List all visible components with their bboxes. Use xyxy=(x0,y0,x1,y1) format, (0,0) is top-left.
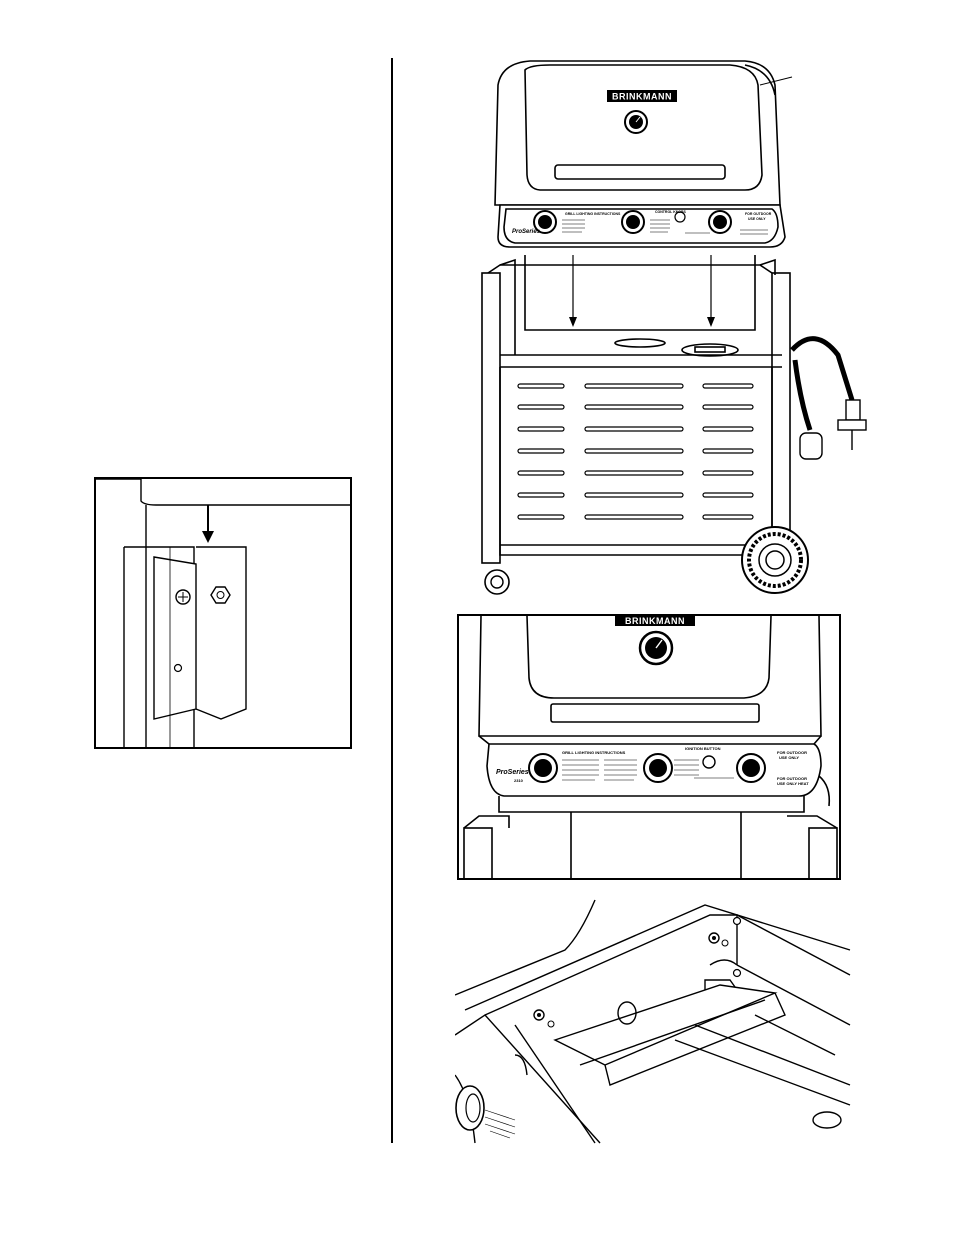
fuel-label-2: USE ONLY xyxy=(748,217,766,221)
burner-knob-icon[interactable] xyxy=(709,211,731,233)
control-panel-closeup: BRINKMANN GRILL LIGHTING INSTRUCTIONS IG… xyxy=(457,614,841,880)
brand-plate: BRINKMANN xyxy=(607,90,677,102)
wheel-icon xyxy=(485,570,509,594)
firebox-perspective-detail xyxy=(455,895,855,1145)
grill-assembly-illustration: BRINKMANN GRILL LIGHTING INSTRUCTIONS Pr… xyxy=(470,55,890,610)
leg-bracket-detail xyxy=(94,477,352,749)
regulator-icon xyxy=(792,339,852,430)
screw-icon xyxy=(709,933,728,946)
center-label: CONTROL KNOBS xyxy=(655,210,687,214)
fuel-label-4: USE ONLY xyxy=(779,755,799,760)
nut-icon xyxy=(211,587,230,603)
light-instructions-label: GRILL LIGHTING INSTRUCTIONS xyxy=(565,212,621,216)
burner-knob-icon[interactable] xyxy=(529,754,557,782)
column-divider xyxy=(391,58,393,1143)
model-label: ProSeries xyxy=(512,229,541,235)
model-sub-label: 2310 xyxy=(514,778,524,783)
burner-knob-icon[interactable] xyxy=(644,754,672,782)
wheel-icon xyxy=(742,527,808,593)
fuel-label-6: USE ONLY HEAT xyxy=(777,781,809,786)
brand-label-closeup: BRINKMANN xyxy=(625,616,685,626)
temperature-gauge-icon xyxy=(625,111,647,133)
brand-label: BRINKMANN xyxy=(612,92,672,102)
arrow-down-icon xyxy=(202,505,214,543)
model-label-closeup: ProSeries xyxy=(496,769,529,776)
brand-plate: BRINKMANN xyxy=(615,616,695,626)
burner-knob-icon[interactable] xyxy=(622,211,644,233)
burner-knob-icon[interactable] xyxy=(737,754,765,782)
screw-icon xyxy=(534,1010,554,1027)
fuel-label: FOR OUTDOOR xyxy=(745,212,772,216)
temperature-gauge-icon xyxy=(640,632,672,664)
burner-knob-icon[interactable] xyxy=(456,1086,484,1130)
screw-icon xyxy=(176,590,190,604)
ignition-label: IGNITION BUTTON xyxy=(685,746,721,751)
light-instructions-label-closeup: GRILL LIGHTING INSTRUCTIONS xyxy=(562,750,626,755)
